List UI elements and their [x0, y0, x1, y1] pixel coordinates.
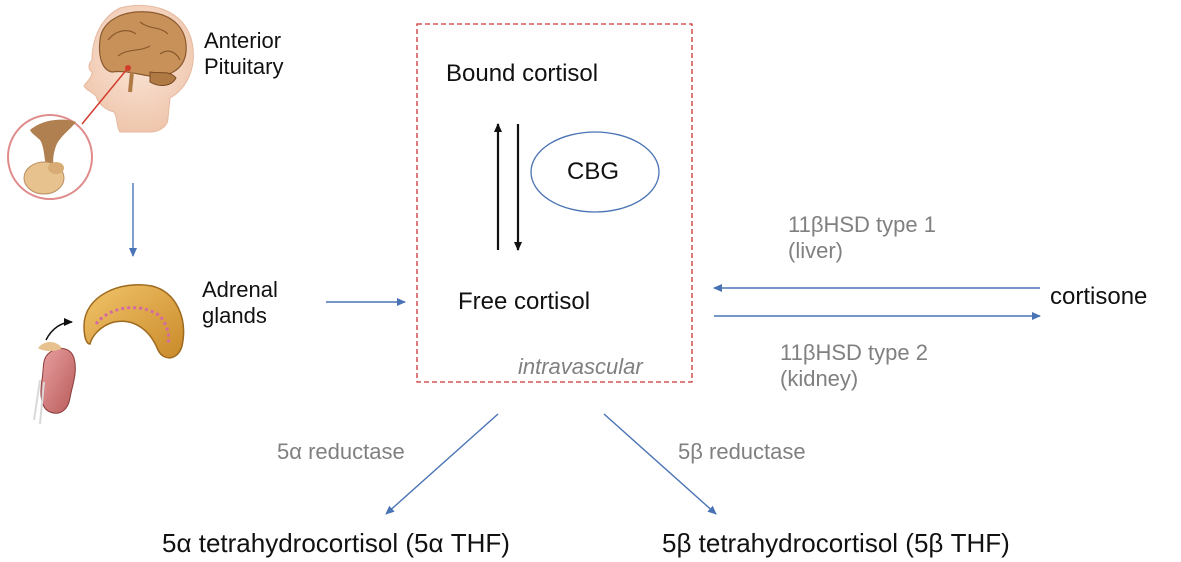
adrenal-glands-line2: glands [202, 303, 267, 329]
adrenal-glands-label: Adrenal glands [202, 277, 278, 330]
hsd-type1-line2: (liver) [788, 238, 843, 264]
cortisone-label: cortisone [1050, 283, 1148, 310]
5beta-thf-label: 5β tetrahydrocortisol (5β THF) [662, 528, 1010, 558]
hsd-type2-label: 11βHSD type 2 (kidney) [780, 340, 928, 393]
brain-head-icon [83, 4, 194, 133]
anterior-pituitary-line2: Pituitary [204, 54, 284, 80]
anterior-pituitary-line1: Anterior [204, 28, 282, 53]
pituitary-gland-icon [7, 114, 93, 200]
5alpha-reductase-label: 5α reductase [277, 439, 405, 464]
bound-cortisol-label: Bound cortisol [446, 60, 599, 87]
intravascular-box [416, 23, 693, 383]
adrenal-glands-line1: Adrenal [202, 277, 278, 302]
arrow-5beta-reductase [603, 413, 717, 515]
cbg-ellipse [530, 131, 660, 213]
hsd-type1-line1: 11βHSD type 1 [788, 212, 936, 237]
adrenal-gland-icon [83, 284, 185, 359]
5alpha-thf-label: 5α tetrahydrocortisol (5α THF) [162, 528, 510, 558]
pointer-line [81, 67, 129, 125]
cbg-label: CBG [567, 158, 620, 185]
5beta-reductase-label: 5β reductase [678, 439, 806, 464]
free-cortisol-label: Free cortisol [458, 288, 591, 315]
arrow-5alpha-reductase [385, 413, 499, 515]
kidney-icon [33, 342, 76, 425]
anterior-pituitary-label: Anterior Pituitary [204, 28, 283, 81]
hsd-type2-line1: 11βHSD type 2 [780, 340, 928, 365]
hsd-type2-line2: (kidney) [780, 366, 859, 392]
intravascular-label: intravascular [518, 354, 643, 379]
hsd-type1-label: 11βHSD type 1 (liver) [788, 212, 936, 265]
arrow-kidney-to-adrenal [45, 318, 73, 341]
